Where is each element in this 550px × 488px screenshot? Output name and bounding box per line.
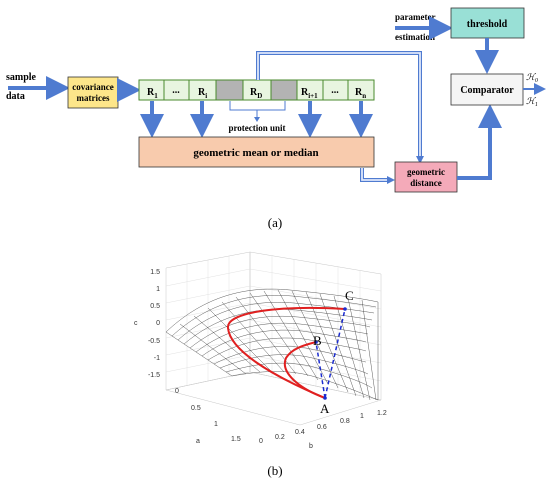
b-tick-4: 0.6 — [317, 424, 327, 431]
protection-unit-label: protection unit — [228, 123, 285, 133]
svg-text:Rn: Rn — [355, 87, 366, 100]
geometric-distance-box — [394, 161, 458, 193]
threshold-label: threshold — [467, 19, 508, 30]
svg-text:Ri+1: Ri+1 — [301, 87, 318, 100]
cell-dots-1-label: ... — [172, 85, 180, 96]
input-label-data: data — [6, 91, 25, 102]
b-tick-1: 0 — [259, 438, 263, 445]
a-tick-2: 0.5 — [191, 405, 201, 412]
geometric-distance-label-1: geometric — [407, 167, 445, 177]
caption-b: (b) — [267, 463, 282, 478]
cell-dots-2-label: ... — [331, 85, 339, 96]
red-curve-outer — [227, 306, 346, 399]
cell-gray-right — [270, 79, 298, 101]
route-mean-to-distance — [360, 168, 388, 182]
grid-lines — [165, 256, 382, 395]
point-c-marker — [343, 307, 347, 311]
parameter-label-1: parameter — [395, 12, 435, 22]
point-a-marker — [323, 396, 327, 400]
geometric-mean-box — [138, 136, 375, 168]
parameter-label-2: estimation — [395, 32, 435, 42]
cell-ri-label: R — [198, 87, 206, 98]
cell-ri1-label: R — [301, 87, 309, 98]
cell-rn-sub: n — [362, 92, 366, 100]
a-tick-3: 1 — [214, 421, 218, 428]
comparator-box — [450, 73, 524, 106]
covariance-label-1: covariance — [72, 82, 113, 92]
cell-rd-sub: D — [257, 92, 262, 100]
point-a-label: A — [320, 401, 330, 416]
geometric-distance-label-2: distance — [410, 178, 442, 188]
z-tick-3: 0.5 — [150, 303, 160, 310]
h0-label: ℋ — [526, 72, 537, 82]
z-tick-5: -0.5 — [148, 338, 160, 345]
caption-a: (a) — [268, 215, 282, 230]
cell-ri-sub: i — [205, 92, 207, 100]
b-tick-3: 0.4 — [295, 429, 305, 436]
svg-text:ℋ0: ℋ0 — [526, 72, 538, 84]
dashed-line-ac — [324, 308, 346, 399]
point-b-marker — [314, 340, 318, 344]
b-tick-7: 1.2 — [377, 410, 387, 417]
red-curve-inner — [283, 341, 326, 399]
z-axis-label: c — [134, 320, 138, 327]
panel-a-block-diagram: sample data covariance matrices R1 ... R… — [6, 7, 546, 230]
panel-b-3d-plot: A B C 1.5 1 0.5 0 -0.5 -1 -1.5 c 0 0.5 1… — [134, 251, 387, 478]
svg-text:R1: R1 — [147, 87, 158, 100]
plot-box — [165, 251, 382, 426]
cell-gray-left — [215, 79, 244, 101]
z-tick-1: 1.5 — [150, 269, 160, 276]
a-axis: 0 0.5 1 1.5 a — [175, 388, 241, 445]
matrix-cell-row: R1 ... Ri RD Ri+1 ... Rn — [138, 79, 375, 101]
cell-r1-label: R — [147, 87, 155, 98]
z-tick-2: 1 — [156, 286, 160, 293]
dashed-line-ab — [315, 341, 326, 399]
h1-label: ℋ — [526, 96, 537, 106]
b-tick-2: 0.2 — [275, 434, 285, 441]
cell-r1-sub: 1 — [154, 92, 158, 100]
a-tick-4: 1.5 — [231, 436, 241, 443]
geometric-mean-label: geometric mean or median — [193, 147, 318, 159]
b-axis: 0 0.2 0.4 0.6 0.8 1 1.2 b — [259, 410, 387, 450]
input-label-sample: sample — [6, 72, 37, 83]
b-tick-6: 1 — [360, 413, 364, 420]
cell-rn-label: R — [355, 87, 363, 98]
svg-text:Ri: Ri — [198, 87, 207, 100]
b-tick-5: 0.8 — [340, 418, 350, 425]
svg-text:RD: RD — [250, 87, 262, 100]
svg-text:ℋ1: ℋ1 — [526, 96, 538, 108]
protection-arrowhead — [254, 117, 260, 122]
comparator-label: Comparator — [460, 85, 514, 96]
z-axis: 1.5 1 0.5 0 -0.5 -1 -1.5 c — [134, 269, 160, 379]
a-axis-label: a — [196, 438, 200, 445]
cell-ri1-sub: i+1 — [308, 92, 318, 100]
z-tick-7: -1.5 — [148, 372, 160, 379]
point-c-label: C — [345, 288, 354, 303]
z-tick-6: -1 — [154, 355, 160, 362]
cell-rn — [347, 79, 375, 101]
z-tick-4: 0 — [156, 320, 160, 327]
b-axis-label: b — [309, 443, 313, 450]
point-b-label: B — [313, 333, 322, 348]
protection-bracket — [229, 101, 286, 111]
arrow-distance-to-comparator — [457, 104, 502, 180]
covariance-label-2: matrices — [77, 93, 110, 103]
a-tick-1: 0 — [175, 388, 179, 395]
h0-sub: 0 — [535, 78, 538, 84]
h1-sub: 1 — [535, 102, 538, 108]
cell-rd-label: R — [250, 87, 258, 98]
